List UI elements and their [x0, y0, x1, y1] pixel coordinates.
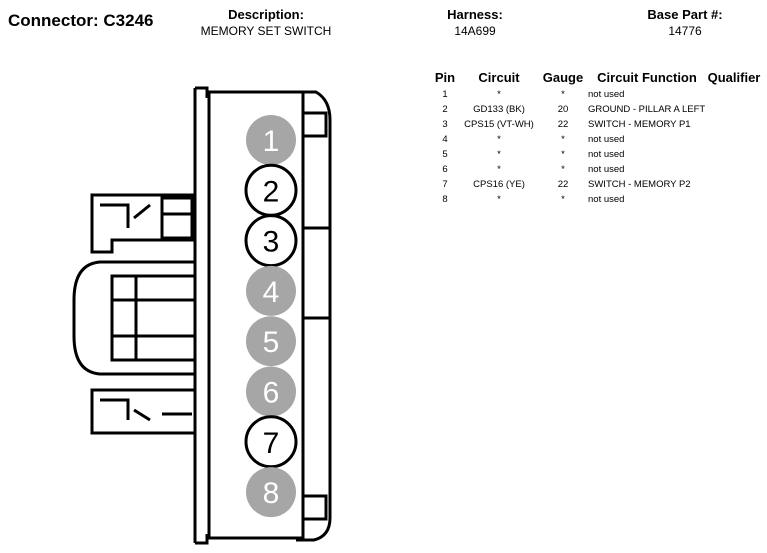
pin-number-6: 6 [263, 377, 280, 410]
shroud-slot-bottom [303, 494, 328, 521]
housing-main-body [207, 90, 305, 540]
pin-cell: 4 [442, 134, 448, 145]
col-circuit-header: Circuit [478, 70, 520, 85]
gauge-cell: 20 [557, 104, 569, 115]
pin-cavity-7 [244, 415, 298, 469]
latch-upper-spring [133, 203, 151, 220]
harness-label: Harness: [447, 7, 503, 22]
table-row: 8 * * not used [430, 192, 762, 207]
latch-lower-spring [133, 408, 151, 422]
shroud-slot-top [303, 111, 328, 138]
pin-number-5: 5 [263, 326, 280, 359]
housing-top-lip [195, 86, 209, 98]
release-tab [72, 260, 195, 376]
pin-cavity-3 [244, 214, 298, 268]
col-qualifier-header: Qualifier [707, 70, 761, 85]
gauge-cell: * [561, 89, 565, 100]
circuit-cell: * [497, 164, 501, 175]
function-cell: not used [588, 164, 625, 175]
table-row: 1 * * not used [430, 87, 762, 102]
latch-lower-inner [100, 398, 130, 420]
pin-cell: 8 [442, 194, 448, 205]
release-tab-inner [110, 274, 197, 362]
circuit-cell: * [497, 89, 501, 100]
pinout-header-row: Pin Circuit Gauge Circuit Function Quali… [430, 70, 762, 87]
function-cell: not used [588, 134, 625, 145]
base-part-block: Base Part #: 14776 [630, 7, 740, 38]
function-cell: SWITCH - MEMORY P1 [588, 119, 691, 130]
gauge-cell: 22 [557, 179, 569, 190]
pin-number-3: 3 [263, 226, 280, 259]
function-cell: SWITCH - MEMORY P2 [588, 179, 691, 190]
pin-cavity-6 [246, 366, 296, 417]
gauge-cell: * [561, 134, 565, 145]
table-row: 2 GD133 (BK) 20 GROUND - PILLAR A LEFT [430, 102, 762, 117]
function-cell: not used [588, 89, 625, 100]
pin-cell: 1 [442, 89, 448, 100]
base-part-value: 14776 [668, 24, 702, 38]
table-row: 6 * * not used [430, 162, 762, 177]
pin-cell: 7 [442, 179, 448, 190]
pin-cell: 6 [442, 164, 448, 175]
base-part-label: Base Part #: [647, 7, 723, 22]
pin-cavity-1 [246, 115, 296, 165]
housing-right-shroud [296, 90, 332, 542]
latch-window-upper [160, 196, 194, 240]
gauge-cell: * [561, 149, 565, 160]
latch-lower-arm [90, 388, 195, 435]
pin-number-2: 2 [263, 175, 280, 208]
circuit-cell: * [497, 194, 501, 205]
table-row: 3 CPS15 (VT-WH) 22 SWITCH - MEMORY P1 [430, 117, 762, 132]
table-row: 4 * * not used [430, 132, 762, 147]
pin-cavity-4 [246, 265, 296, 316]
pin-cavity-8 [246, 467, 296, 518]
pin-number-4: 4 [263, 276, 280, 309]
function-cell: GROUND - PILLAR A LEFT [588, 104, 706, 115]
circuit-cell: * [497, 149, 501, 160]
col-gauge-header: Gauge [542, 70, 584, 85]
latch-upper-inner [100, 203, 130, 228]
table-row: 7 CPS16 (YE) 22 SWITCH - MEMORY P2 [430, 177, 762, 192]
housing-bottom-lip [195, 534, 209, 545]
pin-cell: 3 [442, 119, 448, 130]
connector-housing [72, 86, 332, 545]
function-cell: not used [588, 149, 625, 160]
circuit-cell: CPS15 (VT-WH) [464, 119, 534, 130]
gauge-cell: * [561, 164, 565, 175]
col-pin-header: Pin [434, 70, 456, 85]
gauge-cell: 22 [557, 119, 569, 130]
col-function-header: Circuit Function [597, 70, 697, 85]
description-block: Description: MEMORY SET SWITCH [176, 7, 356, 38]
description-label: Description: [228, 7, 304, 22]
pinout-body: 1 * * not used 2 GD133 (BK) 20 GROUND - PILLAR… [430, 87, 762, 207]
table-row: 5 * * not used [430, 147, 762, 162]
circuit-cell: * [497, 134, 501, 145]
description-value: MEMORY SET SWITCH [200, 24, 332, 38]
circuit-cell: CPS16 (YE) [473, 179, 525, 190]
latch-upper-arm [90, 193, 195, 254]
gauge-cell: * [561, 194, 565, 205]
circuit-cell: GD133 (BK) [473, 104, 525, 115]
function-cell: not used [588, 194, 625, 205]
connector-title: Connector: C3246 [8, 11, 154, 30]
harness-value: 14A699 [454, 24, 496, 38]
pin-cavity-5 [246, 316, 296, 367]
pinout-table: Pin Circuit Gauge Circuit Function Quali… [430, 70, 762, 207]
pin-number-8: 8 [263, 477, 280, 510]
pin-cavities: 1 2 3 4 5 6 7 8 [244, 115, 298, 518]
harness-block: Harness: 14A699 [420, 7, 530, 38]
pin-cell: 5 [442, 149, 448, 160]
pin-number-7: 7 [263, 427, 280, 460]
pin-number-1: 1 [263, 125, 280, 158]
pin-cell: 2 [442, 104, 448, 115]
